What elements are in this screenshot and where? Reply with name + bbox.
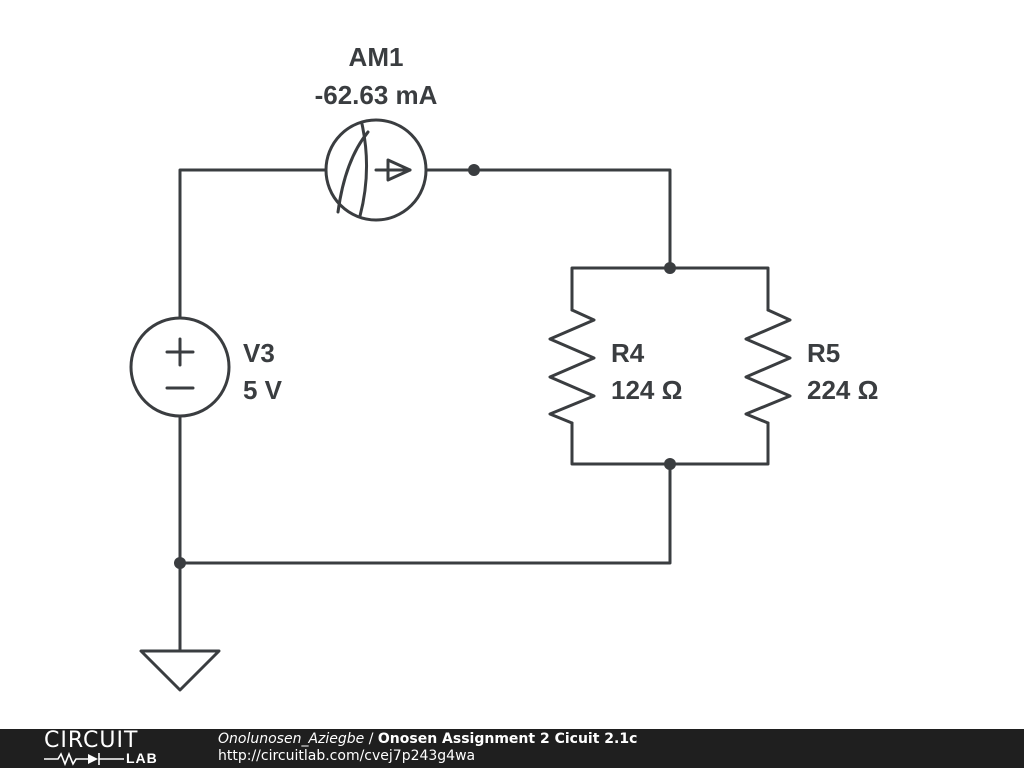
ammeter-needle-arc-2 bbox=[358, 122, 368, 218]
resistor-r4[interactable] bbox=[548, 308, 596, 425]
circuitlab-logo[interactable]: CIRCUIT LAB bbox=[44, 729, 174, 768]
junction-top bbox=[468, 164, 480, 176]
junction-parallel-bottom bbox=[664, 458, 676, 470]
wire-top-left bbox=[178, 168, 328, 320]
resistor-r5-icon bbox=[744, 308, 792, 425]
author-link[interactable]: Onolunosen_Aziegbe bbox=[218, 731, 365, 747]
circuit-url[interactable]: http://circuitlab.com/cvej7p243g4wa bbox=[218, 748, 476, 764]
wires bbox=[178, 168, 770, 652]
resistor-r5[interactable] bbox=[744, 308, 792, 425]
logo-text-bottom: LAB bbox=[126, 750, 158, 766]
source-value: 5 V bbox=[243, 375, 283, 405]
wire-top-right bbox=[424, 168, 672, 270]
wire-parallel-bottom bbox=[570, 421, 770, 466]
ammeter-name: AM1 bbox=[349, 42, 404, 72]
r5-name: R5 bbox=[807, 338, 840, 368]
circuit-title[interactable]: Onosen Assignment 2 Cicuit 2.1c bbox=[377, 731, 638, 747]
voltage-source-icon bbox=[129, 316, 231, 418]
r4-value: 124 Ω bbox=[611, 375, 682, 405]
wire-bottom-return bbox=[178, 462, 672, 565]
resistor-r4-icon bbox=[548, 308, 596, 425]
footer-bar: CIRCUIT LAB Onolunosen_Aziegbe / Onosen … bbox=[0, 729, 1024, 768]
ammeter-icon bbox=[324, 118, 428, 222]
source-name: V3 bbox=[243, 338, 275, 368]
logo-text-top: CIRCUIT bbox=[44, 728, 139, 753]
circuit-schematic: AM1 -62.63 mA V3 5 V R4 124 Ω R5 224 Ω bbox=[129, 42, 878, 692]
ammeter-am1[interactable] bbox=[324, 118, 428, 222]
r5-value: 224 Ω bbox=[807, 375, 878, 405]
title-separator: / bbox=[364, 731, 378, 747]
junction-ground bbox=[174, 557, 186, 569]
footer-title-line: Onolunosen_Aziegbe / Onosen Assignment 2… bbox=[218, 731, 637, 748]
voltage-source-v3[interactable] bbox=[129, 316, 231, 418]
r4-name: R4 bbox=[611, 338, 645, 368]
wire-parallel-top bbox=[570, 266, 770, 312]
ammeter-reading: -62.63 mA bbox=[315, 80, 438, 110]
junctions bbox=[174, 164, 676, 569]
ground[interactable] bbox=[139, 649, 221, 692]
ground-icon bbox=[139, 649, 221, 692]
logo-circuit-glyph-icon bbox=[44, 752, 124, 766]
ammeter-arrow-icon bbox=[386, 158, 412, 182]
junction-parallel-top bbox=[664, 262, 676, 274]
footer-info: Onolunosen_Aziegbe / Onosen Assignment 2… bbox=[218, 731, 637, 765]
